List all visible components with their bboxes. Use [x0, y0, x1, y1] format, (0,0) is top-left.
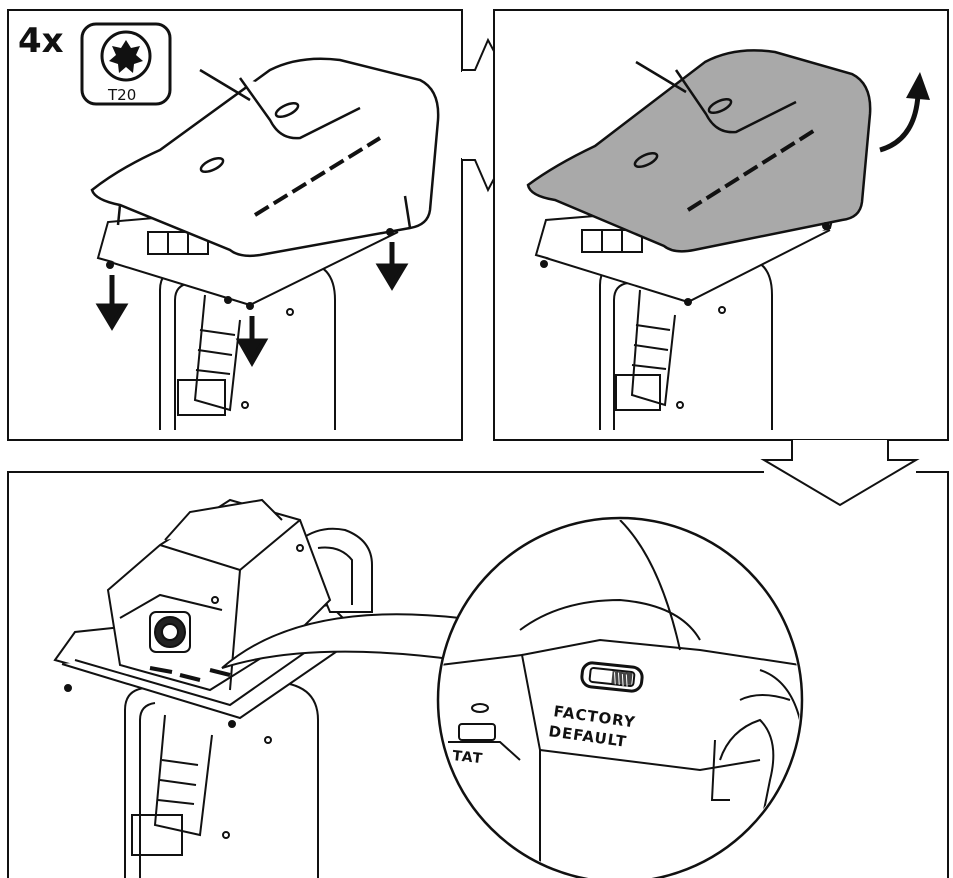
next-step-arrow-down — [760, 440, 920, 507]
screw-removal-arrows — [95, 242, 409, 368]
tool-label: T20 — [107, 86, 136, 104]
panel-step-2 — [493, 9, 949, 441]
lift-cover-arrow — [879, 72, 930, 153]
housing-cover-removed — [526, 49, 872, 253]
torx-icon — [100, 30, 152, 82]
panel-step-3: FACTORY DEFAULT TAT — [7, 471, 949, 878]
quantity-label: 4x — [18, 21, 64, 61]
housing-cover — [90, 57, 440, 258]
factory-default-switch — [580, 661, 644, 693]
magnified-detail: FACTORY DEFAULT TAT — [436, 516, 804, 878]
screws — [540, 222, 830, 306]
screws — [106, 228, 394, 310]
panel-step-1: 4x T20 — [7, 9, 463, 441]
tool-badge: T20 — [80, 22, 172, 106]
housing-back-shell — [298, 527, 373, 613]
side-connector-label: TAT — [452, 748, 484, 767]
